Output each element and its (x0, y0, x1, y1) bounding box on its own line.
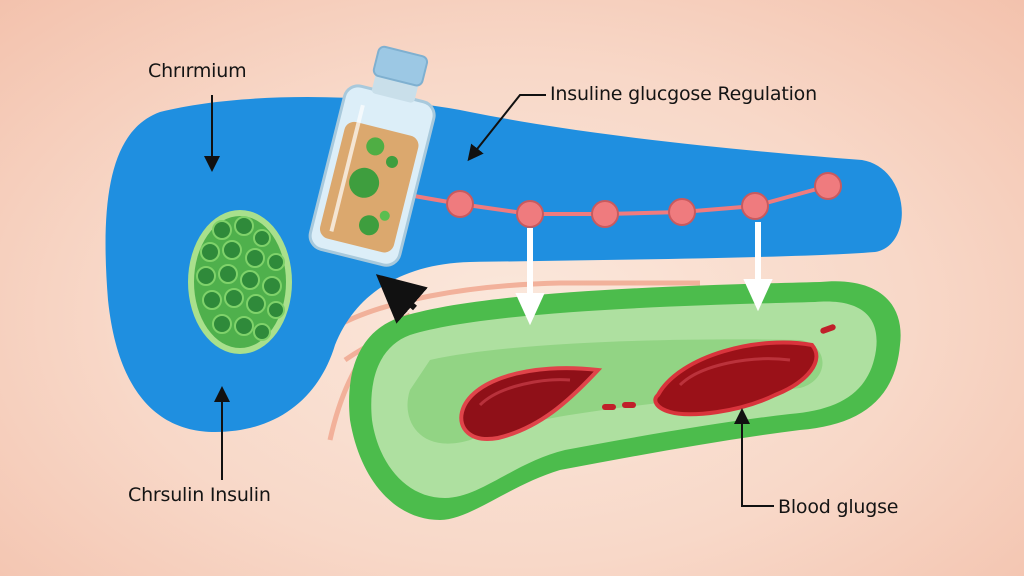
blood-clot-icon (459, 324, 836, 441)
label-chromium: Chrırmium (148, 60, 247, 82)
arrow-vial-to-pancreas (375, 274, 428, 324)
stomach-organ (349, 281, 901, 520)
arrow-blood-glucose (734, 408, 774, 507)
label-insulin-glucose-regulation: Insuline glucgose Regulation (550, 83, 817, 105)
vial-icon (308, 45, 436, 267)
molecule-chain-icon (379, 172, 842, 326)
label-insulin: Chrsulin Insulin (128, 484, 271, 506)
islet-cells-icon (188, 210, 292, 354)
label-blood-glucose: Blood glugse (778, 496, 899, 518)
callout-arrows (204, 94, 774, 507)
pancreas-organ (105, 97, 902, 432)
arrow-regulation (467, 94, 546, 162)
